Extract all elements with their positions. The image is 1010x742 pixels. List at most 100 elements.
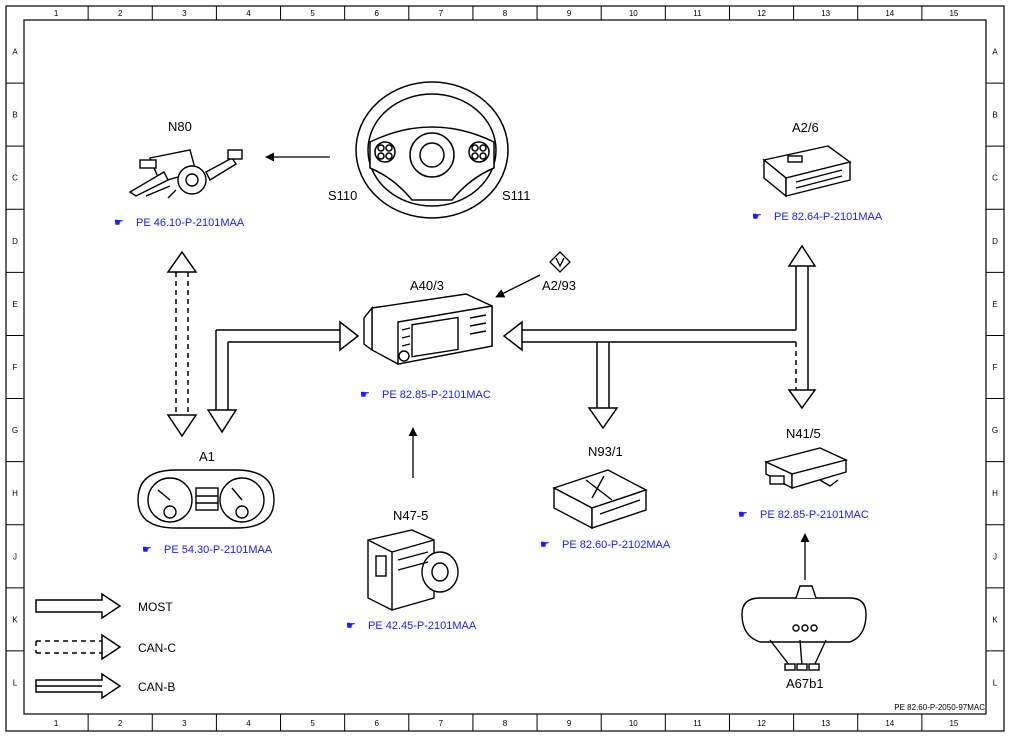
grid-row-label-left: J [13, 552, 17, 561]
legend-can-c-arrow [35, 633, 122, 661]
label-s111: S111 [502, 188, 530, 203]
grid-row-label-right: G [992, 426, 998, 435]
ref-n80-text: PE 46.10-P-2101MAA [136, 217, 245, 229]
pointing-hand-icon: ☛ [738, 509, 748, 521]
pointing-hand-icon: ☛ [114, 217, 124, 229]
grid-col-label-top: 1 [54, 9, 59, 18]
grid-col-label-top: 10 [629, 9, 638, 18]
ref-n41-5-text: PE 82.85-P-2101MAC [760, 509, 869, 521]
grid-col-label-bottom: 1 [54, 719, 59, 728]
pointing-hand-icon: ☛ [752, 211, 762, 223]
rear-view-mirror-icon [741, 585, 867, 671]
label-n80: N80 [168, 119, 192, 134]
legend-can-b-arrow [35, 672, 122, 700]
grid-row-label-left: C [12, 174, 18, 183]
legend-can-c-label: CAN-C [138, 641, 176, 655]
ref-a40-3-text: PE 82.85-P-2101MAC [382, 389, 491, 401]
grid-col-label-bottom: 11 [693, 719, 702, 728]
pointing-hand-icon: ☛ [346, 620, 356, 632]
grid-row-label-left: E [12, 300, 17, 309]
grid-row-label-left: K [12, 615, 18, 624]
grid-col-label-bottom: 13 [821, 719, 830, 728]
grid-col-label-top: 6 [375, 9, 380, 18]
grid-col-label-bottom: 2 [118, 719, 123, 728]
grid-row-label-right: J [993, 552, 997, 561]
grid-col-label-top: 14 [885, 9, 894, 18]
grid-col-label-bottom: 10 [629, 719, 638, 728]
most-arrowheads [206, 244, 817, 434]
grid-col-label-top: 4 [246, 9, 251, 18]
grid-col-label-top: 11 [693, 9, 702, 18]
grid-row-label-right: L [993, 678, 998, 687]
pointing-hand-icon: ☛ [360, 389, 370, 401]
grid-col-label-bottom: 4 [246, 719, 251, 728]
grid-row-label-right: K [992, 615, 998, 624]
ref-a2-6-text: PE 82.64-P-2101MAA [774, 211, 883, 223]
label-n93-1: N93/1 [588, 444, 623, 459]
legend-most-label: MOST [138, 600, 173, 614]
label-a67b1: A67b1 [786, 676, 824, 691]
grid-col-label-bottom: 12 [757, 719, 766, 728]
grid-col-label-bottom: 9 [567, 719, 572, 728]
grid-col-label-top: 5 [310, 9, 315, 18]
grid-col-label-top: 9 [567, 9, 572, 18]
n41-5-unit-icon [763, 447, 849, 490]
label-n47-5: N47-5 [393, 508, 428, 523]
antenna-symbol-icon [549, 251, 571, 273]
ref-n80-link[interactable]: ☛ PE 46.10-P-2101MAA [114, 217, 245, 229]
esp-unit-icon [367, 529, 459, 611]
grid-row-label-right: B [992, 111, 997, 120]
drawing-frame [5, 5, 1005, 732]
grid-col-label-top: 8 [503, 9, 508, 18]
steering-column-module-icon [128, 149, 243, 199]
ref-n93-1-text: PE 82.60-P-2102MAA [562, 539, 671, 551]
a2-6-unit-icon [762, 145, 852, 198]
instrument-cluster-icon [137, 469, 275, 529]
grid-row-label-left: B [12, 111, 17, 120]
can-c-arrowheads [166, 250, 198, 438]
grid-col-label-bottom: 7 [439, 719, 444, 728]
grid-col-label-top: 3 [182, 9, 187, 18]
signal-arrows [265, 152, 810, 580]
label-a2-6: A2/6 [792, 120, 819, 135]
label-a1: A1 [199, 449, 215, 464]
most-bus-lines [215, 265, 809, 410]
ref-n47-5-text: PE 42.45-P-2101MAA [368, 620, 477, 632]
grid-row-label-right: E [992, 300, 997, 309]
grid-col-label-top: 15 [949, 9, 958, 18]
steering-wheel-icon [355, 81, 509, 219]
legend: MOST CAN-C CAN-B [35, 592, 176, 700]
grid-col-label-bottom: 14 [885, 719, 894, 728]
ref-n47-5-link[interactable]: ☛ PE 42.45-P-2101MAA [346, 620, 477, 632]
grid-row-label-left: H [12, 489, 18, 498]
grid-row-label-left: A [12, 48, 18, 57]
grid-row-label-left: L [13, 678, 18, 687]
grid-row-label-right: F [993, 363, 998, 372]
pointing-hand-icon: ☛ [540, 539, 550, 551]
n93-1-unit-icon [552, 469, 648, 530]
grid-col-label-top: 2 [118, 9, 123, 18]
grid-row-label-right: D [992, 237, 998, 246]
document-id: PE 82.60-P-2050-97MAC [894, 703, 985, 712]
grid-col-label-top: 13 [821, 9, 830, 18]
grid-col-label-bottom: 6 [375, 719, 380, 728]
grid-col-label-bottom: 8 [503, 719, 508, 728]
ref-n41-5-link[interactable]: ☛ PE 82.85-P-2101MAC [738, 509, 869, 521]
grid-col-label-bottom: 5 [310, 719, 315, 728]
grid-row-label-right: A [992, 48, 998, 57]
ref-a40-3-link[interactable]: ☛ PE 82.85-P-2101MAC [360, 389, 491, 401]
legend-most-arrow [35, 592, 122, 620]
ref-a2-6-link[interactable]: ☛ PE 82.64-P-2101MAA [752, 211, 883, 223]
label-a2-93: A2/93 [542, 278, 576, 293]
ref-n93-1-link[interactable]: ☛ PE 82.60-P-2102MAA [540, 539, 671, 551]
ref-a1-link[interactable]: ☛ PE 54.30-P-2101MAA [142, 544, 273, 556]
grid-col-label-top: 7 [439, 9, 444, 18]
legend-can-b-label: CAN-B [138, 680, 175, 694]
grid-row-label-right: C [992, 174, 998, 183]
